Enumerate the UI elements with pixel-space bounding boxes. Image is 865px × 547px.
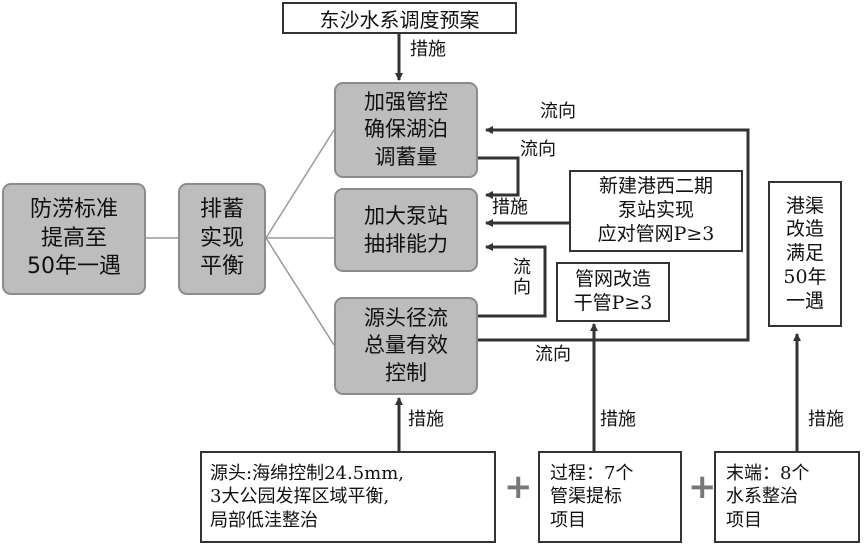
flow-label-top: 流向	[540, 101, 576, 122]
branch-bottom-box: 源头径流 总量有效 控制	[334, 297, 478, 395]
pump-station-note: 新建港西二期 泵站实现 应对管网P≥3	[569, 170, 743, 252]
plus-icon-2: +	[688, 467, 717, 507]
process-measure-box: 过程：7个 管渠提标 项目	[538, 451, 682, 543]
flow-label-mid: 流向	[520, 139, 556, 160]
balance-box: 排蓄 实现 平衡	[178, 183, 266, 295]
branch-mid-box: 加大泵站 抽排能力	[334, 188, 478, 272]
measure-label-source: 措施	[408, 409, 444, 430]
flow-label-bottom: 流向	[535, 344, 571, 365]
branch-top-box: 加强管控 确保湖泊 调蓄量	[334, 82, 478, 178]
title-box: 东沙水系调度预案	[282, 2, 517, 34]
measure-label-pump: 措施	[492, 197, 528, 218]
measure-label-top: 措施	[410, 39, 446, 60]
plus-icon-1: +	[504, 467, 533, 507]
source-measure-box: 源头:海绵控制24.5mm, 3大公园发挥区域平衡, 局部低洼整治	[200, 451, 496, 543]
measure-label-process: 措施	[600, 409, 636, 430]
canal-note: 港渠 改造 满足 50年 一遇	[768, 181, 842, 327]
pipe-network-note: 管网改造 干管P≥3	[556, 262, 670, 322]
goal-box: 防涝标准 提高至 50年一遇	[2, 183, 146, 295]
flow-label-vertical: 流 向	[513, 257, 531, 298]
measure-label-end: 措施	[808, 409, 844, 430]
end-measure-box: 末端：8个 水系整治 项目	[714, 451, 860, 543]
